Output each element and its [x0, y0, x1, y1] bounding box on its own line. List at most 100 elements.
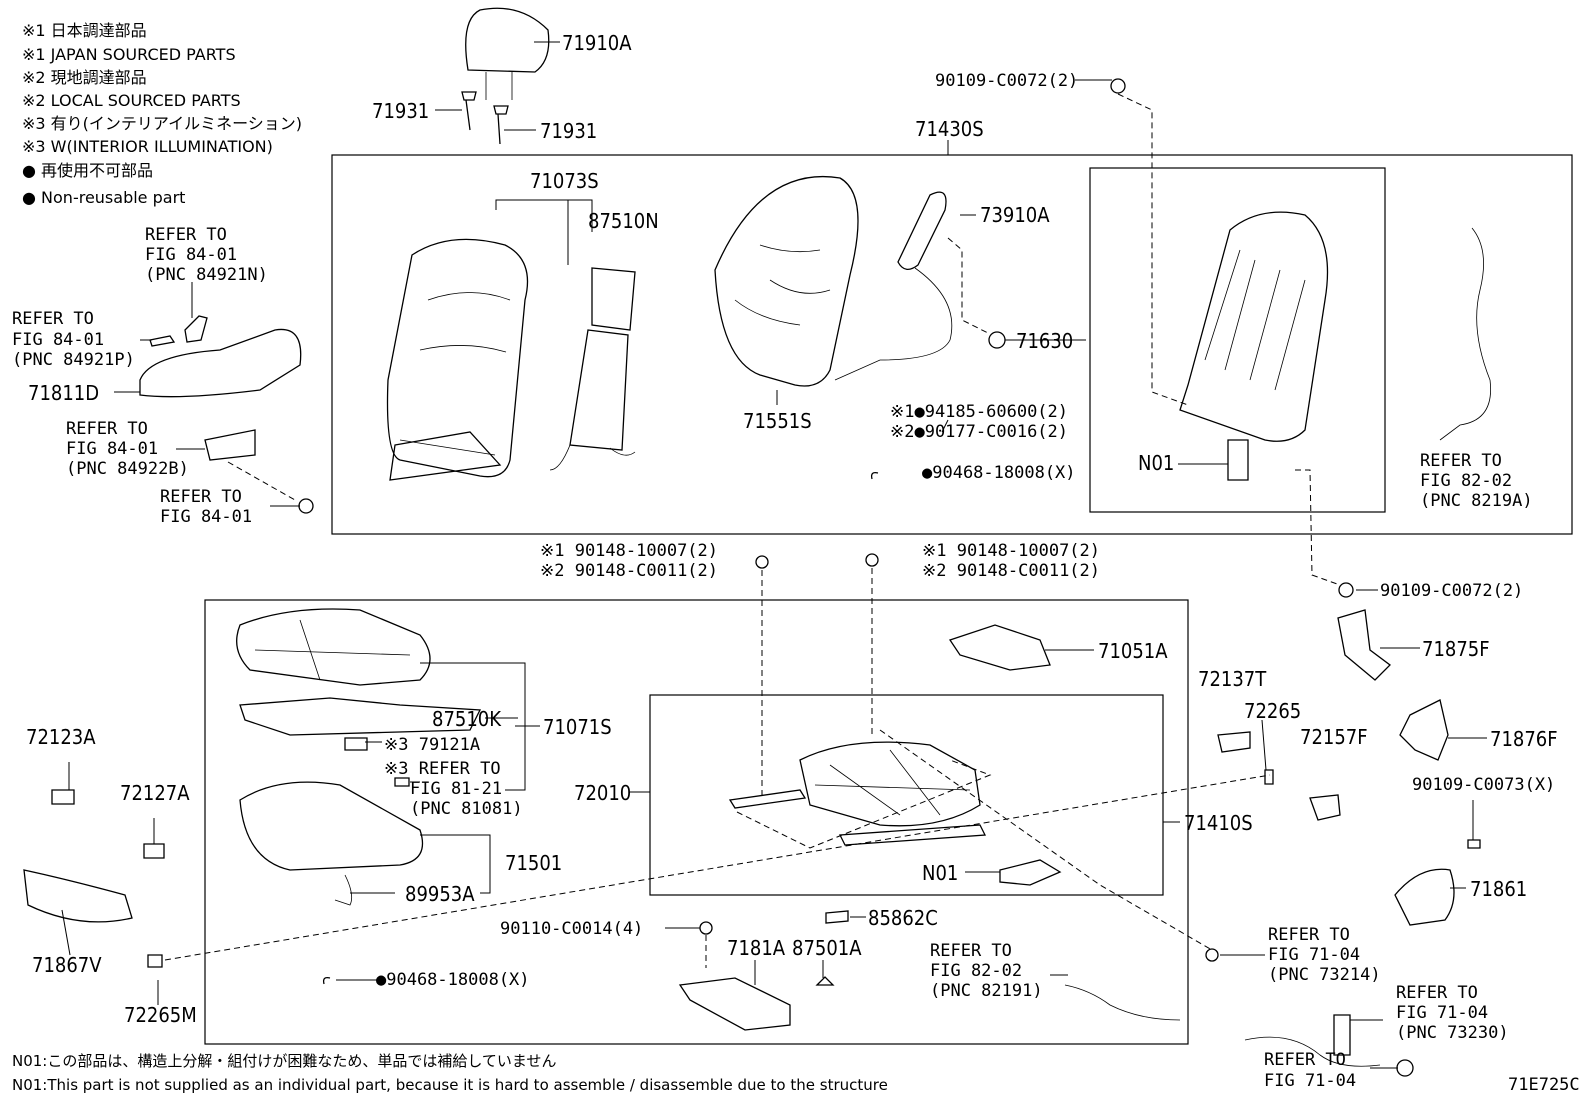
refer-8219A-line: (PNC 8219A) — [1420, 491, 1533, 511]
label-71630: 71630 — [1016, 329, 1073, 353]
label-71501: 71501 — [505, 851, 562, 875]
side-shield-drawing — [139, 315, 314, 514]
clip-72265M-drawing — [147, 954, 163, 968]
label-72010: 72010 — [574, 781, 631, 805]
refer-81081-line: (PNC 81081) — [410, 799, 523, 819]
label-71551S: 71551S — [743, 409, 812, 433]
refer-84922B-line: FIG 84-01 — [66, 439, 158, 459]
refer-84922B-line: REFER TO — [66, 419, 148, 439]
label-90468-18008-bottom: ●90468-18008(X) — [376, 970, 530, 990]
refer-82191-line: REFER TO — [930, 941, 1012, 961]
label-90468-18008-top: ●90468-18008(X) — [922, 463, 1076, 483]
label-90109-C0073: 90109-C0073(X) — [1412, 775, 1555, 795]
label-71931-upper: 71931 — [372, 99, 429, 123]
bolt-90148-left-drawing — [755, 555, 769, 569]
screw-90109-C0073-drawing — [1467, 839, 1481, 849]
harness-82191-drawing — [1064, 984, 1181, 1021]
label-90148-right-2: ※2 90148-C0011(2) — [922, 561, 1100, 581]
leader-lines — [61, 41, 1487, 1069]
headrest-drawing — [461, 7, 550, 145]
label-72137T: 72137T — [1198, 667, 1267, 691]
refer-8219A-line: FIG 82-02 — [1420, 471, 1512, 491]
seat-cushion-cover-drawing — [236, 608, 482, 787]
label-71875F: 71875F — [1422, 637, 1490, 661]
legend-line: ※3 W(INTERIOR ILLUMINATION) — [22, 137, 273, 156]
seat-cushion-assembly-box — [204, 599, 1189, 1045]
label-72127A: 72127A — [120, 781, 190, 805]
label-90109-C0072-right: 90109-C0072(2) — [1380, 581, 1523, 601]
label-90109-C0072-top: 90109-C0072(2) — [935, 71, 1078, 91]
label-71811D: 71811D — [28, 381, 99, 405]
refer-82191-line: FIG 82-02 — [930, 961, 1022, 981]
label-71876F: 71876F — [1490, 727, 1558, 751]
legend-line: ※2 LOCAL SOURCED PARTS — [22, 91, 241, 110]
motor-n01-drawing — [999, 859, 1062, 886]
refer-8401-line: FIG 84-01 — [160, 507, 252, 527]
refer-73230-line: FIG 71-04 — [1396, 1003, 1488, 1023]
refer-callouts: REFER TO FIG 84-01 (PNC 84921N) REFER TO… — [12, 225, 1533, 1091]
label-89953A: 89953A — [405, 882, 475, 906]
refer-73230-line: REFER TO — [1396, 983, 1478, 1003]
label-90110-C0014: 90110-C0014(4) — [500, 919, 643, 939]
seatback-heater-mat-drawing — [549, 267, 636, 471]
label-71931-lower: 71931 — [540, 119, 597, 143]
seatback-frame-box — [1089, 167, 1386, 513]
label-71861: 71861 — [1470, 877, 1527, 901]
clip-71630-drawing — [988, 331, 1006, 349]
clip-72265-drawing — [1264, 769, 1274, 785]
refer-82191-line: (PNC 82191) — [930, 981, 1043, 1001]
label-87501A: 87501A — [792, 936, 862, 960]
label-85862C: 85862C — [868, 906, 938, 930]
sensor-73230-drawing — [1333, 1014, 1351, 1056]
legend-line: ● 再使用不可部品 — [22, 161, 153, 180]
label-71410S: 71410S — [1184, 811, 1253, 835]
part-72157F-drawing — [1309, 794, 1341, 821]
label-87510K: 87510K — [432, 707, 502, 731]
label-71071S: 71071S — [543, 715, 612, 739]
seat-adjuster-drawing — [728, 741, 987, 846]
seatback-cover-drawing — [386, 238, 529, 481]
refer-84921P-line: (PNC 84921P) — [12, 350, 135, 370]
label-71910A: 71910A — [562, 31, 632, 55]
refer-73214-line: FIG 71-04 — [1268, 945, 1360, 965]
refer-84921N-line: REFER TO — [145, 225, 227, 245]
bolt-90109-C0072-top-drawing — [1110, 78, 1126, 94]
harness-73230-drawing — [1244, 1036, 1381, 1067]
clip-7104-drawing — [1396, 1059, 1414, 1077]
bolt-90148-right-drawing — [865, 553, 879, 567]
label-71867V: 71867V — [32, 953, 102, 977]
clip-90468-top-drawing — [870, 471, 879, 480]
refer-84922B-line: (PNC 84922B) — [66, 459, 189, 479]
cover-71876F-drawing — [1399, 699, 1449, 761]
refer-84921N-line: (PNC 84921N) — [145, 265, 268, 285]
heater-89953A-drawing — [334, 874, 353, 906]
label-72265: 72265 — [1244, 699, 1301, 723]
refer-84921P-line: FIG 84-01 — [12, 330, 104, 350]
part-87501A-drawing — [815, 976, 835, 986]
lumbar-wire-drawing — [834, 267, 953, 381]
cover-71861-drawing — [1394, 868, 1455, 926]
figure-code: 71E725C — [1508, 1075, 1580, 1095]
label-90148-right-1: ※1 90148-10007(2) — [922, 541, 1100, 561]
footnote-en: N01:This part is not supplied as an indi… — [12, 1076, 888, 1094]
bolt-90110-drawing — [699, 921, 713, 935]
refer-81081-line: FIG 81-21 — [410, 779, 502, 799]
harness-8219A-drawing — [1439, 227, 1492, 441]
label-71430S: 71430S — [915, 117, 984, 141]
legend-line: ※1 JAPAN SOURCED PARTS — [22, 45, 236, 64]
seatback-frame-drawing — [1179, 211, 1329, 481]
refer-81081-line: ※3 REFER TO — [384, 759, 501, 779]
dashed-lines — [164, 93, 1341, 968]
refer-73214-line: REFER TO — [1268, 925, 1350, 945]
label-90148-left-2: ※2 90148-C0011(2) — [540, 561, 718, 581]
refer-84921P-line: REFER TO — [12, 309, 94, 329]
label-94185-60600: ※1●94185-60600(2) — [890, 402, 1068, 422]
label-7181A: 7181A — [727, 936, 786, 960]
refer-8401-line: REFER TO — [160, 487, 242, 507]
part-labels: 71910A 71931 71931 90109-C0072(2) 71430S… — [26, 31, 1558, 1027]
bolt-90109-C0072-right-drawing — [1338, 582, 1354, 598]
seat-adjuster-box — [649, 694, 1164, 896]
refer-73230-line: (PNC 73230) — [1396, 1023, 1509, 1043]
seat-cushion-pad-drawing — [239, 781, 424, 871]
